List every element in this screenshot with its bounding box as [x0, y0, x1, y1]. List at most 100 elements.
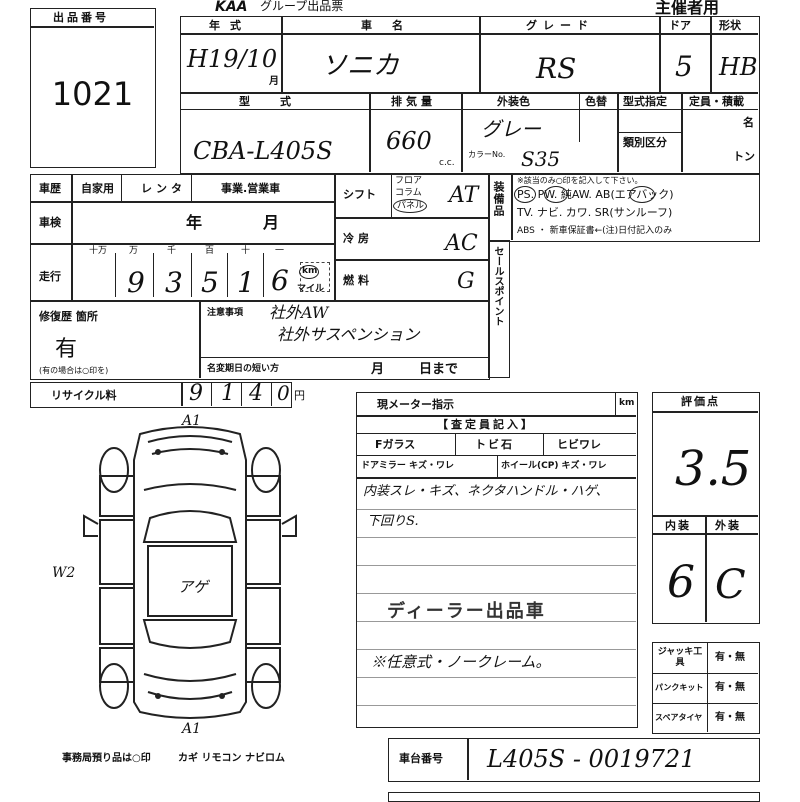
check-front-glass: Fガラス: [375, 438, 416, 451]
model-value: CBA-L405S: [193, 137, 333, 165]
fuel-value: G: [457, 269, 475, 294]
inspector-block: 現メーター指示 km 【査定員記入】 Fガラス トビ石 ヒビワレ ドアミラー キ…: [356, 392, 638, 728]
shift-column: コラム: [395, 188, 422, 198]
mileage-place-10: 十: [241, 246, 251, 256]
shape-value: HB: [719, 53, 758, 81]
chassis-value: L405S - 0019721: [487, 745, 696, 773]
type-designation-label: 型式指定: [623, 95, 667, 108]
history-block: 車歴 自家用 レンタ 事業.営業車 車検 年 月 走行 十万 万 千 百 十 一…: [30, 174, 336, 302]
drive-block: シフト フロア コラム パネル AT 冷房 AC 燃料 G: [334, 174, 490, 302]
mileage-digit-1k: 3: [165, 266, 183, 299]
interior-label: 内装: [665, 519, 691, 532]
mileage-place-10k: 万: [129, 246, 139, 256]
mileage-label: 走行: [39, 270, 61, 283]
corner-label: 主催者用: [655, 0, 720, 17]
sheet-subtitle: グループ出品票: [260, 0, 344, 13]
chassis-number-block: 車台番号 L405S - 0019721: [388, 738, 760, 782]
displacement-value: 660: [386, 127, 432, 155]
equipment-note: ※該当のみ○印を記入して下さい。: [517, 176, 643, 185]
jack-tools-label: ジャッキ工具: [657, 647, 703, 668]
inspection-label: 車検: [39, 216, 61, 229]
meter-label: 現メーター指示: [377, 398, 454, 411]
shift-floor: フロア: [395, 176, 423, 186]
fuel-label: 燃料: [343, 274, 373, 287]
capacity-ton-unit: トン: [733, 150, 755, 163]
exterior-color-label: 外装色: [497, 95, 530, 108]
bottom-edge-box: [388, 792, 760, 802]
displacement-unit: c.c.: [439, 158, 455, 168]
inspector-note-1: 内装スレ・キズ、ネクタハンドル・ハゲ、: [363, 484, 609, 499]
equipment-block: 装備品 ※該当のみ○印を記入して下さい。 PS. PW. 純AW. AB(エアバ…: [488, 174, 760, 242]
inspection-year-unit: 年: [186, 213, 203, 232]
mile-label: マイル: [297, 284, 325, 294]
history-private: 自家用: [81, 182, 114, 195]
ac-value: AC: [445, 231, 478, 256]
ac-label: 冷房: [343, 232, 373, 245]
mileage-place-100k: 十万: [89, 246, 108, 256]
history-business: 事業.営業車: [221, 182, 281, 195]
recycle-label: リサイクル料: [51, 389, 117, 402]
km-label: km: [302, 266, 318, 276]
category-label: 類別区分: [623, 136, 667, 149]
repair-block: 修復歴 箇所 有 (有の場合は○印を) 注意事項 社外AW 社外サスペンション …: [30, 300, 490, 380]
auction-logo: KAA: [215, 0, 248, 15]
check-wheel: ホイール(CP) キズ・ワレ: [501, 461, 607, 471]
repair-note: (有の場合は○印を): [39, 366, 109, 375]
mileage-digit-100: 5: [201, 266, 219, 299]
sales-point-label: セールスポイント: [492, 246, 503, 326]
equipment-label: 装備品: [492, 181, 505, 217]
notes-label: 注意事項: [207, 308, 244, 318]
door-label: ドア: [669, 19, 691, 32]
model-label: 型式: [239, 95, 321, 108]
puncture-kit-value: 有・無: [715, 682, 745, 693]
vehicle-info-block: 年式 車名 グレード ドア 形状 H19/10 月 ソニカ RS 5 HB 型式…: [180, 16, 760, 174]
name-change-label: 名変期日の短い方: [207, 364, 280, 374]
mileage-place-1: 一: [275, 246, 285, 256]
equipment-line-2: TV. ナビ. カワ. SR(サンルーフ): [517, 206, 673, 219]
ab-circle: [629, 186, 655, 203]
recycle-digit-1: 9: [189, 381, 203, 406]
shift-label: シフト: [343, 188, 376, 201]
inspector-note-3: ※任意式・ノークレーム。: [371, 653, 551, 671]
inspector-note-2: 下回りS.: [367, 514, 419, 529]
recycle-digit-3: 4: [249, 381, 263, 406]
evaluation-label: 評価点: [681, 395, 720, 408]
notes-line-2: 社外サスペンション: [277, 325, 420, 344]
grade-value: RS: [536, 52, 577, 85]
history-label: 車歴: [39, 182, 61, 195]
grade-label: グレード: [526, 19, 594, 32]
km-circle: [299, 265, 319, 279]
history-rental: レンタ: [141, 182, 186, 195]
ps-circle: [514, 186, 536, 203]
exterior-color-value: グレー: [481, 117, 541, 141]
diagram-roof-mark: アゲ: [178, 578, 209, 596]
mileage-digit-1: 6: [271, 264, 289, 297]
lot-number-label: 出品番号: [53, 11, 109, 24]
year-label: 年式: [209, 19, 251, 32]
mileage-place-1k: 千: [167, 246, 177, 256]
diagram-rear-mark: A1: [182, 721, 202, 737]
displacement-label: 排気量: [391, 95, 436, 108]
chassis-label: 車台番号: [399, 752, 443, 765]
check-chip: トビ石: [475, 438, 514, 451]
office-items-list: カギ リモコン ナビロム: [178, 753, 285, 764]
equipment-line-3: ABS ・ 新車保証書←(注)日付記入のみ: [517, 226, 673, 236]
puncture-kit-label: パンクキット: [655, 683, 704, 692]
repair-label: 修復歴 箇所: [39, 310, 98, 323]
mileage-digit-10k: 9: [127, 266, 145, 299]
recycle-fee-block: リサイクル料 9 1 4 0: [30, 382, 292, 408]
meter-unit: km: [619, 398, 635, 408]
exterior-grade: C: [715, 562, 746, 608]
diagram-left-mark: W2: [52, 565, 76, 581]
office-items-note: 事務局預り品は○印: [62, 753, 151, 764]
car-damage-diagram: [83, 426, 297, 719]
inspector-label: 【査定員記入】: [437, 418, 535, 431]
pw-circle: [544, 186, 568, 203]
shift-panel-circle: [393, 199, 427, 213]
shift-value: AT: [449, 183, 479, 208]
jack-tools-value: 有・無: [715, 652, 745, 663]
mileage-place-100: 百: [205, 246, 215, 256]
lot-number-box: 出品番号 1021: [30, 8, 156, 168]
color-code-value: S35: [521, 147, 561, 171]
car-name-value: ソニカ: [321, 51, 400, 81]
